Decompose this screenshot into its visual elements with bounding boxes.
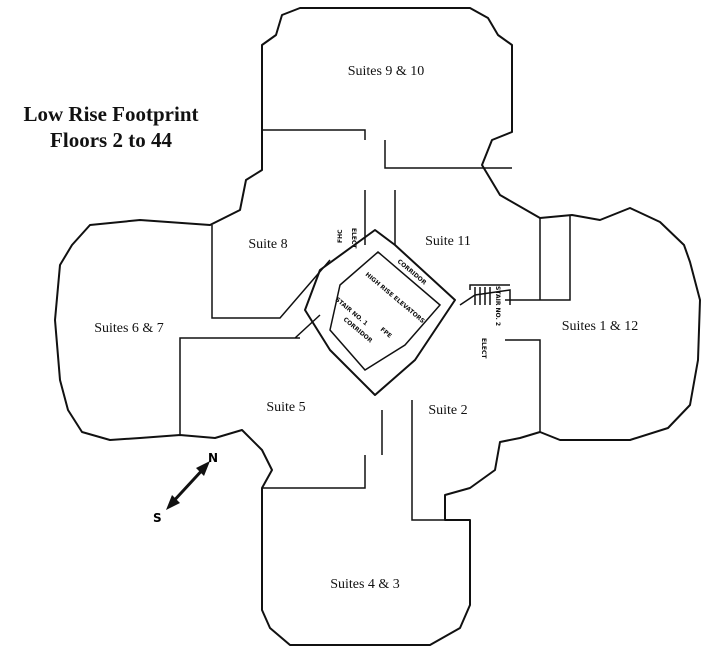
plan-subtitle: Floors 2 to 44 — [50, 128, 172, 152]
stair-2-label: STAIR NO. 2 — [494, 286, 501, 326]
suite-label-1-12: Suites 1 & 12 — [562, 319, 639, 334]
building-outline — [54, 7, 701, 646]
suite-label-5: Suite 5 — [266, 400, 305, 415]
fpe-label: FPE — [379, 326, 393, 339]
suite-label-2: Suite 2 — [428, 403, 467, 418]
suite-label-6-7: Suites 6 & 7 — [94, 321, 164, 336]
elect-label-top: ELECT — [350, 228, 357, 249]
compass-north: N — [208, 451, 218, 465]
plan-title: Low Rise Footprint — [23, 102, 199, 126]
elect-label-right: ELECT — [480, 338, 487, 359]
suite-label-4-3: Suites 4 & 3 — [330, 577, 400, 592]
fhc-label: FHC — [337, 229, 344, 243]
corridor-label-top: CORRIDOR — [396, 258, 428, 287]
compass-south: S — [153, 511, 162, 525]
suite-label-9-10: Suites 9 & 10 — [348, 64, 425, 79]
building-core: CORRIDOR CORRIDOR HIGH RISE ELEVATORS ST… — [304, 228, 511, 396]
compass-arrow-icon — [166, 461, 210, 510]
suite-label-11: Suite 11 — [425, 234, 471, 249]
suite-label-8: Suite 8 — [248, 237, 287, 252]
interior-walls — [179, 129, 571, 521]
